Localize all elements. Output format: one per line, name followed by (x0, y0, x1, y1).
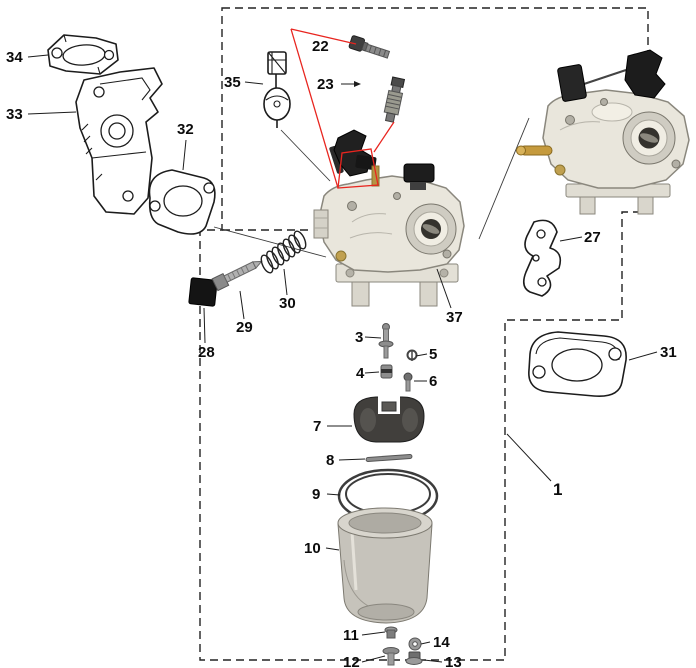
part-label-13: 13 (445, 654, 462, 668)
part-6-screw (403, 372, 413, 392)
part-8-float-pin (365, 454, 413, 462)
part-label-14: 14 (433, 634, 450, 651)
part-label-33: 33 (6, 106, 23, 123)
part-5-clip (406, 349, 418, 361)
part-13-bolt (405, 651, 423, 665)
part-label-10: 10 (304, 540, 321, 557)
part-label-32: 32 (177, 121, 194, 138)
part-23-jet (383, 76, 406, 123)
part-label-27: 27 (584, 229, 601, 246)
part-22-screw (348, 35, 391, 59)
part-label-31: 31 (660, 344, 677, 361)
install-highlight-lines (290, 28, 395, 189)
part-label-22: 22 (312, 38, 329, 55)
part-label-30: 30 (279, 295, 296, 312)
part-27-gasket (522, 219, 562, 297)
part-34-gasket (47, 34, 119, 75)
part-30-spring (260, 230, 307, 274)
part-12-bolt (382, 647, 400, 666)
part-28-cap (188, 277, 218, 307)
part-31-gasket (528, 331, 627, 398)
assembled-carburetor-view (516, 49, 690, 215)
part-label-7: 7 (313, 418, 321, 435)
part-37-carburetor (313, 129, 465, 307)
part-label-28: 28 (198, 344, 215, 361)
part-29-pilot-screw (211, 260, 263, 292)
part-label-3: 3 (355, 329, 363, 346)
part-33-bracket (75, 67, 163, 215)
part-4-collar (380, 364, 393, 379)
part-32-gasket (148, 169, 216, 235)
part-7-float (353, 396, 425, 443)
part-label-34: 34 (6, 49, 23, 66)
assembly-lines (213, 117, 530, 258)
part-labels: 34 33 32 35 22 23 27 31 37 1 28 29 30 3 … (6, 38, 677, 668)
part-label-23: 23 (317, 76, 334, 93)
part-3-needle-valve (378, 323, 394, 359)
part-label-1: 1 (553, 480, 562, 499)
part-label-29: 29 (236, 319, 253, 336)
part-label-37: 37 (446, 309, 463, 326)
part-14-washer (408, 637, 422, 651)
part-label-12: 12 (343, 654, 360, 668)
leader-lines (27, 54, 658, 663)
part-35-choke (263, 51, 291, 128)
part-label-11: 11 (343, 627, 359, 644)
part-23-arrow (341, 81, 361, 87)
part-label-35: 35 (224, 74, 241, 91)
part-label-4: 4 (356, 365, 365, 382)
part-label-9: 9 (312, 486, 320, 503)
part-10-float-bowl (337, 507, 433, 624)
part-label-6: 6 (429, 373, 437, 390)
part-label-8: 8 (326, 452, 334, 469)
part-label-5: 5 (429, 346, 437, 363)
part-11-drain-screw (384, 626, 398, 639)
